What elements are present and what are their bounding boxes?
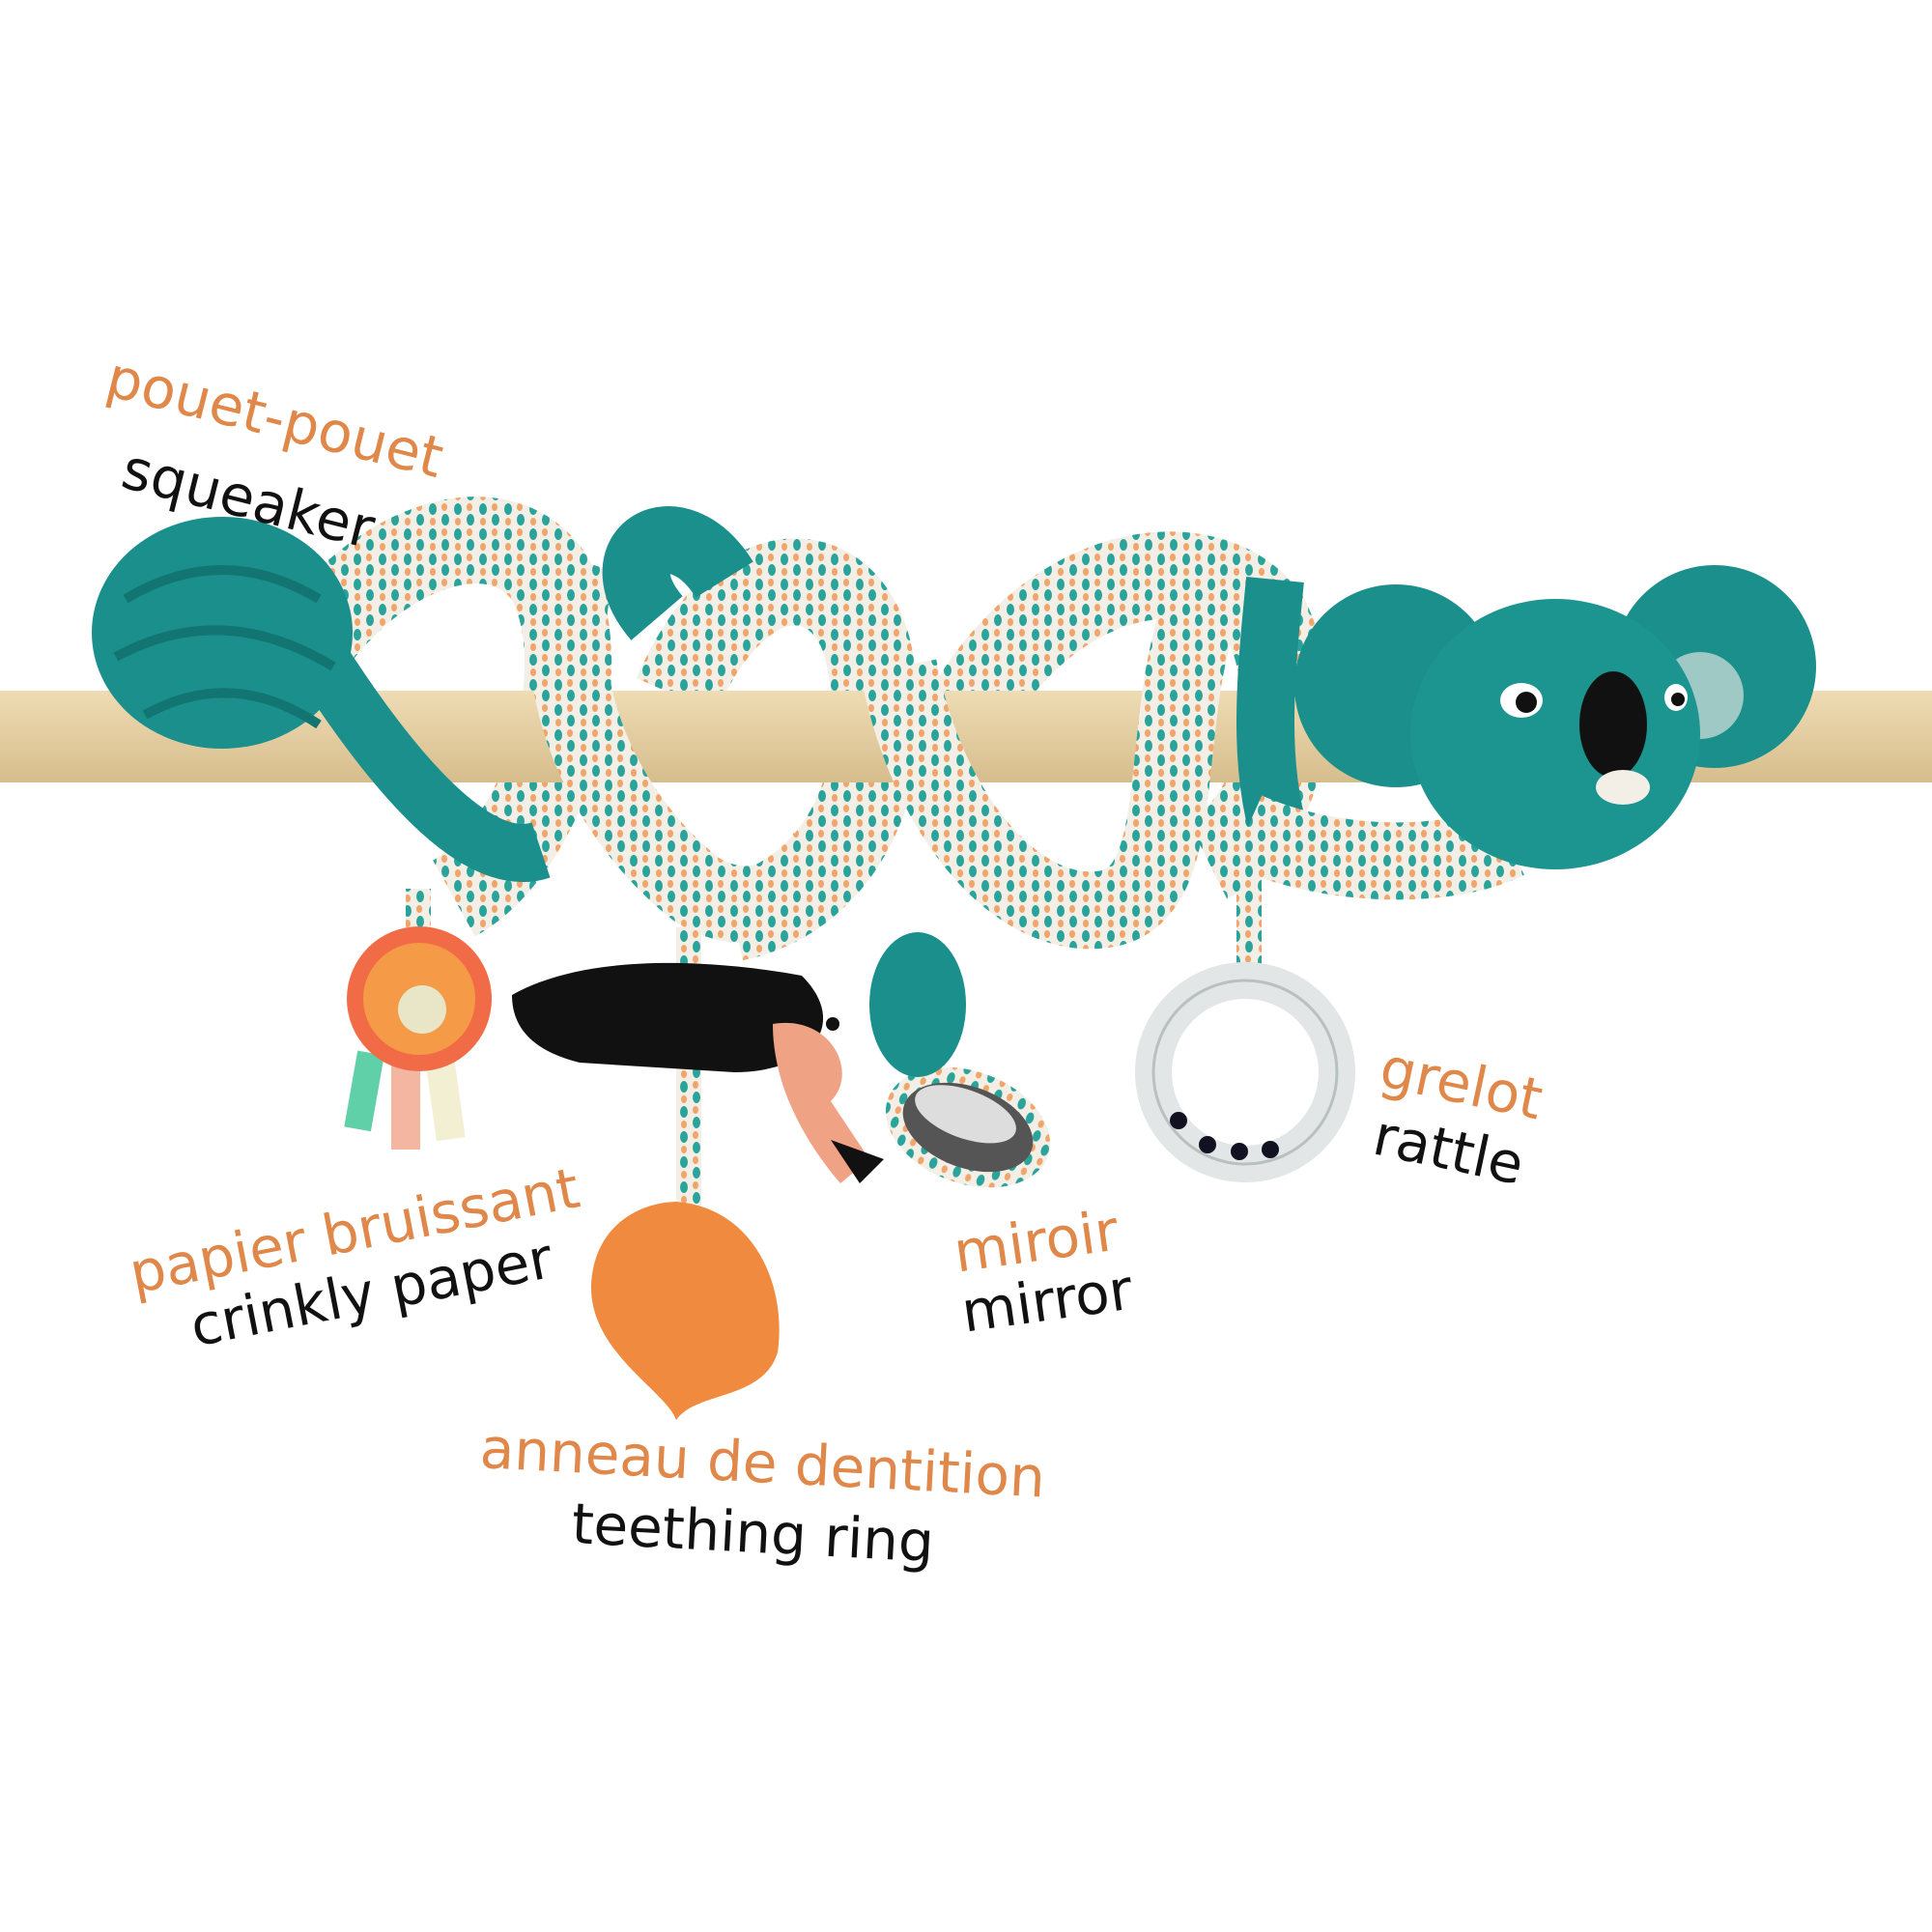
mirror-disc [869, 932, 1051, 1188]
koala-head [1294, 565, 1816, 869]
toucan [512, 962, 884, 1183]
koala-nose [1579, 671, 1647, 778]
kiwi-crinkly-paper [344, 926, 492, 1150]
rattle-ring [1135, 962, 1355, 1182]
leaf-teether [590, 1202, 780, 1420]
label-teething-ring-en: teething ring [570, 1491, 936, 1576]
